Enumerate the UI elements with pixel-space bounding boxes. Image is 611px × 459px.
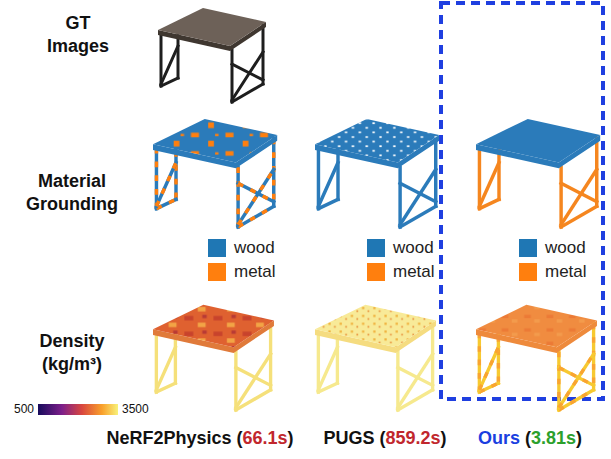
colorbar-tick: 500	[14, 402, 34, 416]
table-leg	[232, 52, 263, 100]
grounding-table	[153, 119, 277, 227]
colorbar	[38, 404, 118, 415]
legend-text: wood	[393, 238, 434, 257]
table-leg	[232, 64, 263, 80]
table-leg-patch	[479, 347, 498, 390]
table-top	[153, 305, 274, 348]
table-leg	[234, 352, 237, 410]
legend-item: metal	[208, 262, 280, 282]
legend-item: wood	[367, 238, 438, 258]
table-leg	[398, 367, 433, 385]
method-caption: PUGS(859.2s)	[323, 428, 446, 449]
table-leg	[161, 46, 178, 84]
legend-swatch	[208, 263, 226, 281]
table-leg	[236, 167, 239, 227]
table-leg-patch	[156, 163, 176, 207]
grounding-table	[476, 119, 600, 227]
legend-item: metal	[367, 262, 439, 282]
row-label: Density (kg/m³)	[17, 330, 127, 377]
table-leg	[238, 170, 274, 225]
method-name: NeRF2Physics	[106, 428, 231, 448]
density-table	[153, 305, 274, 410]
legend-item: metal	[519, 262, 591, 282]
table-leg-patch	[559, 367, 594, 385]
table-leg	[559, 167, 562, 227]
runtime-text: )	[288, 428, 294, 448]
row-label: Material Grounding	[12, 170, 132, 217]
method-caption: NeRF2Physics (66.1s)	[106, 428, 293, 449]
colorbar-tick: 3500	[122, 402, 149, 416]
runtime-text: )	[441, 428, 447, 448]
legend-text: metal	[393, 262, 435, 281]
table-leg	[479, 163, 499, 207]
table-leg-patch	[557, 352, 560, 410]
runtime-text: 66.1s	[243, 428, 288, 448]
table-leg	[398, 167, 401, 227]
density-table	[315, 305, 436, 410]
legend-text: wood	[234, 238, 275, 257]
table-leg	[557, 352, 560, 410]
table-leg	[561, 170, 597, 225]
runtime-text: 3.81s	[531, 428, 576, 448]
table-leg	[561, 183, 597, 201]
row-label: GT Images	[41, 12, 115, 59]
table-leg	[479, 347, 498, 390]
table-leg	[559, 367, 594, 385]
table-leg	[398, 354, 433, 408]
runtime-text: (	[237, 428, 243, 448]
gt-table	[158, 8, 266, 102]
runtime-text: (	[525, 428, 531, 448]
table-leg-patch	[559, 354, 594, 408]
table-leg	[238, 183, 274, 201]
table-top	[476, 305, 597, 348]
density-table	[476, 305, 597, 410]
method-name: PUGS	[323, 428, 374, 448]
table-top	[153, 119, 277, 163]
table-leg	[236, 354, 271, 408]
table-leg-patch	[238, 183, 274, 201]
table-top	[158, 8, 266, 46]
table-leg	[396, 352, 399, 410]
table-leg	[318, 163, 338, 207]
method-caption: Ours(3.81s)	[478, 428, 582, 449]
table-leg	[559, 354, 594, 408]
table-top	[476, 119, 600, 163]
legend-item: wood	[208, 238, 279, 258]
legend-text: wood	[545, 238, 586, 257]
table-leg	[236, 367, 271, 385]
legend-item: wood	[519, 238, 590, 258]
method-name: Ours	[478, 428, 520, 448]
highlight-box	[441, 3, 603, 399]
legend-swatch	[519, 263, 537, 281]
runtime-text: 859.2s	[385, 428, 440, 448]
table-leg-patch	[236, 167, 239, 227]
table-leg	[156, 347, 175, 390]
legend-swatch	[519, 239, 537, 257]
legend-swatch	[208, 239, 226, 257]
legend-text: metal	[234, 262, 276, 281]
legend-text: metal	[545, 262, 587, 281]
table-leg	[156, 163, 176, 207]
legend-swatch	[367, 263, 385, 281]
grounding-table	[315, 119, 439, 227]
runtime-text: (	[379, 428, 385, 448]
table-leg	[400, 170, 436, 225]
table-leg-patch	[238, 170, 274, 225]
table-top	[315, 119, 439, 163]
table-leg	[400, 183, 436, 201]
runtime-text: )	[576, 428, 582, 448]
legend-swatch	[367, 239, 385, 257]
table-leg	[318, 347, 337, 390]
table-leg	[231, 50, 234, 102]
table-top	[315, 305, 436, 348]
